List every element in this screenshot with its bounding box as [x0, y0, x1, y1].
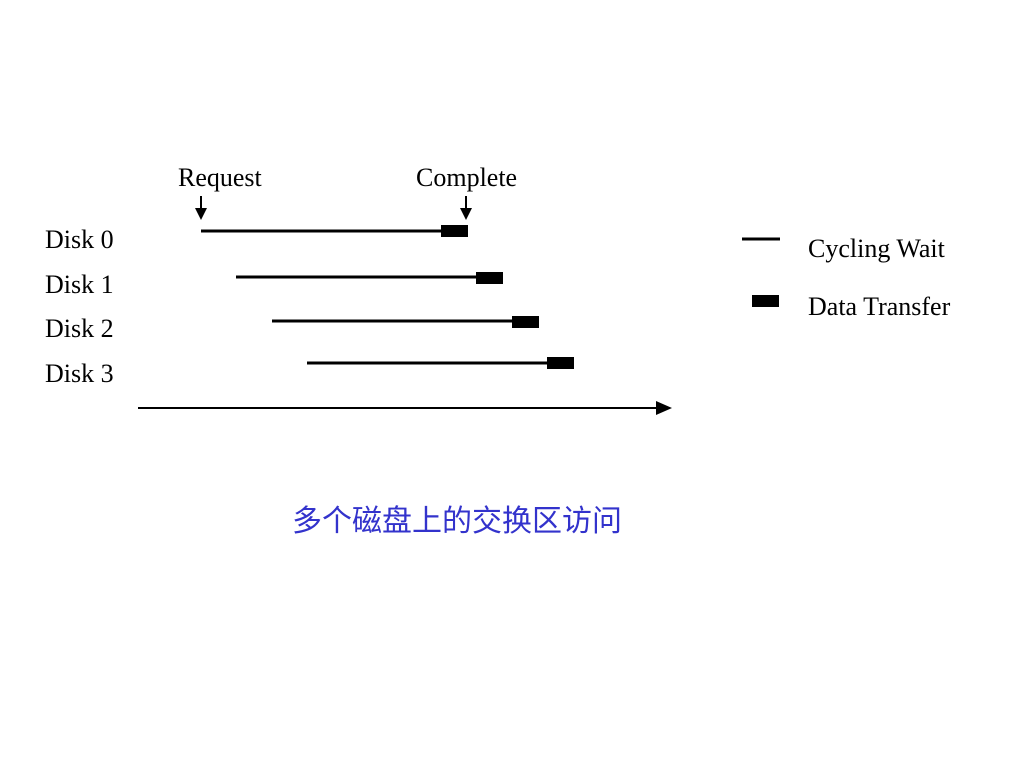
request-arrow: [195, 196, 207, 220]
disk-0-transfer-block: [441, 225, 468, 237]
diagram-caption: 多个磁盘上的交换区访问: [292, 505, 622, 538]
time-axis-arrow: [138, 401, 672, 415]
disk-1-transfer-block: [476, 272, 503, 284]
legend-transfer-swatch: [752, 295, 779, 307]
disk-2-transfer-block: [512, 316, 539, 328]
disk-1-label: Disk 1: [45, 270, 114, 299]
complete-arrow: [460, 196, 472, 220]
request-label: Request: [178, 163, 262, 192]
disk-3-transfer-block: [547, 357, 574, 369]
legend-data-transfer-label: Data Transfer: [808, 292, 951, 321]
disk-3-label: Disk 3: [45, 359, 114, 388]
legend-cycling-wait-label: Cycling Wait: [808, 234, 945, 263]
disk-2-label: Disk 2: [45, 314, 114, 343]
disk-0-label: Disk 0: [45, 225, 114, 254]
complete-label: Complete: [416, 163, 518, 192]
